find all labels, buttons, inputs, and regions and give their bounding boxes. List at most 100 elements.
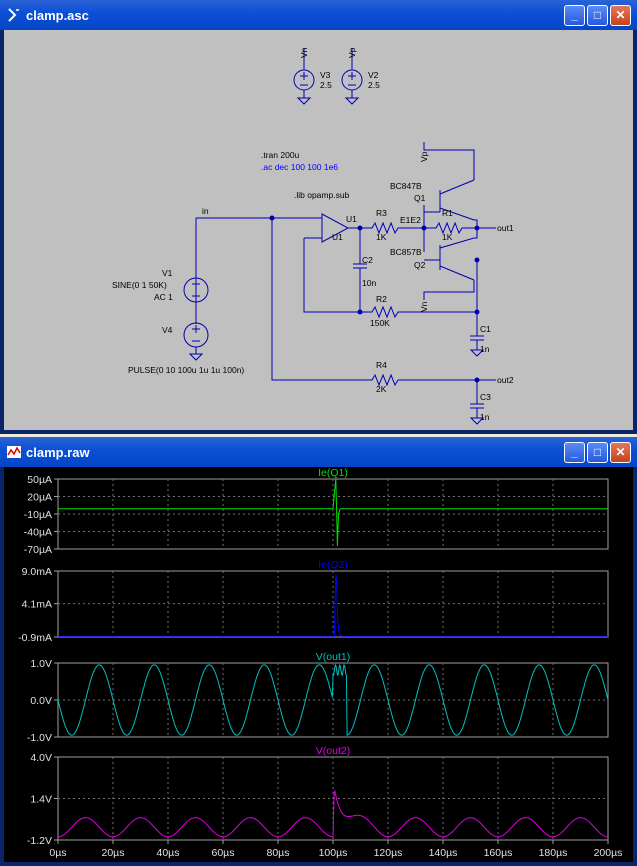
close-button[interactable]: ✕ bbox=[610, 442, 631, 463]
v3-label: V3 bbox=[320, 70, 331, 80]
maximize-button[interactable]: □ bbox=[587, 5, 608, 26]
c1-value: 1n bbox=[480, 344, 490, 354]
waveform-app-icon bbox=[7, 446, 21, 458]
r2-value: 150K bbox=[370, 318, 390, 328]
r4-value: 2K bbox=[376, 384, 387, 394]
q2-label: Q2 bbox=[414, 260, 426, 270]
vn-net-label-q2: Vn bbox=[419, 301, 429, 312]
e1e2-net-label: E1E2 bbox=[400, 215, 421, 225]
c3-label: C3 bbox=[480, 392, 491, 402]
x-tick-label: 80µs bbox=[267, 847, 290, 859]
vp-net-label-v2: Vp bbox=[347, 47, 357, 58]
pane-title[interactable]: V(out1) bbox=[316, 651, 350, 663]
pane-2[interactable]: 9.0mA 4.1mA -0.9mA Ie(Q2) bbox=[18, 559, 609, 644]
y-tick-label: 4.1mA bbox=[22, 599, 52, 611]
y-tick-label: 50µA bbox=[27, 474, 52, 486]
x-tick-label: 20µs bbox=[102, 847, 125, 859]
x-tick-label: 40µs bbox=[157, 847, 180, 859]
c3-value: 1n bbox=[480, 412, 490, 422]
x-tick-label: 0µs bbox=[49, 847, 66, 859]
x-tick-label: 60µs bbox=[212, 847, 235, 859]
x-tick-label: 100µs bbox=[319, 847, 348, 859]
y-tick-label: -10µA bbox=[24, 509, 52, 521]
x-tick-label: 160µs bbox=[484, 847, 513, 859]
r3-value: 1K bbox=[376, 232, 387, 242]
v1-ac-value: AC 1 bbox=[154, 292, 173, 302]
pane-title[interactable]: Ie(Q1) bbox=[318, 467, 348, 479]
waveform-window: clamp.raw _ □ ✕ 50µA 20µA -10µA -40µA -70µA I… bbox=[0, 437, 637, 866]
opamp-u1[interactable] bbox=[303, 213, 364, 313]
v1-source[interactable] bbox=[183, 277, 209, 324]
schematic-drawing: V3 2.5 V2 2.5 .tran 200u .ac dec 100 100… bbox=[112, 47, 514, 425]
v2-label: V2 bbox=[368, 70, 379, 80]
trace-v-out1[interactable] bbox=[57, 663, 609, 736]
r2-label: R2 bbox=[376, 294, 387, 304]
r1-label: R1 bbox=[442, 208, 453, 218]
x-tick-label: 200µs bbox=[594, 847, 623, 859]
waveform-titlebar[interactable]: clamp.raw _ □ ✕ bbox=[0, 437, 637, 467]
pane-title[interactable]: Ie(Q2) bbox=[318, 559, 348, 571]
trace-ie-q2[interactable] bbox=[58, 574, 608, 637]
v1-value: SINE(0 1 50K) bbox=[112, 280, 167, 290]
waveform-plot-area[interactable]: 50µA 20µA -10µA -40µA -70µA Ie(Q1) 9.0mA 4.1mA -… bbox=[4, 467, 633, 862]
pane-title[interactable]: V(out2) bbox=[316, 745, 350, 757]
minimize-button[interactable]: _ bbox=[564, 5, 585, 26]
pane-4[interactable]: 4.0V 1.4V -1.2V V(out2) bbox=[27, 745, 609, 847]
pane-1[interactable]: 50µA 20µA -10µA -40µA -70µA Ie(Q1) bbox=[24, 467, 609, 556]
c2-label: C2 bbox=[362, 255, 373, 265]
y-tick-label: -1.0V bbox=[27, 732, 52, 744]
net-in-label: in bbox=[202, 206, 209, 216]
v2-value: 2.5 bbox=[368, 80, 380, 90]
schematic-titlebar[interactable]: clamp.asc _ □ ✕ bbox=[0, 0, 637, 30]
u1-label: U1 bbox=[332, 232, 343, 242]
v2-source[interactable] bbox=[341, 48, 363, 105]
schematic-labels: V3 2.5 V2 2.5 .tran 200u .ac dec 100 100… bbox=[112, 47, 514, 422]
y-tick-label: 20µA bbox=[27, 492, 52, 504]
r4-label: R4 bbox=[376, 360, 387, 370]
pane-3[interactable]: 1.0V 0.0V -1.0V V(out1) bbox=[27, 651, 609, 744]
minimize-button[interactable]: _ bbox=[564, 442, 585, 463]
q2-model: BC857B bbox=[390, 247, 422, 257]
v3-source[interactable] bbox=[293, 48, 315, 105]
waveform-window-title: clamp.raw bbox=[26, 445, 90, 460]
waveform-plots: 50µA 20µA -10µA -40µA -70µA Ie(Q1) 9.0mA 4.1mA -… bbox=[18, 467, 623, 859]
maximize-button[interactable]: □ bbox=[587, 442, 608, 463]
schematic-window-title: clamp.asc bbox=[26, 8, 89, 23]
r1-value: 1K bbox=[442, 232, 453, 242]
x-tick-label: 120µs bbox=[374, 847, 403, 859]
y-tick-label: -0.9mA bbox=[18, 632, 52, 644]
q2-transistor[interactable] bbox=[423, 228, 478, 300]
y-tick-label: 1.4V bbox=[30, 794, 52, 806]
y-tick-label: 9.0mA bbox=[22, 566, 52, 578]
u1-pin-label: U1 bbox=[346, 214, 357, 224]
x-tick-label: 180µs bbox=[539, 847, 568, 859]
schematic-window: clamp.asc _ □ ✕ bbox=[0, 0, 637, 434]
close-button[interactable]: ✕ bbox=[610, 5, 631, 26]
schematic-app-icon bbox=[8, 8, 19, 22]
ac-directive[interactable]: .ac dec 100 100 1e6 bbox=[261, 162, 338, 172]
y-tick-label: -40µA bbox=[24, 527, 52, 539]
c1-label: C1 bbox=[480, 324, 491, 334]
y-tick-label: 1.0V bbox=[30, 658, 52, 670]
v4-value: PULSE(0 10 100u 1u 1u 100n) bbox=[128, 365, 244, 375]
y-tick-label: -1.2V bbox=[27, 835, 52, 847]
schematic-canvas[interactable]: V3 2.5 V2 2.5 .tran 200u .ac dec 100 100… bbox=[4, 30, 633, 430]
q1-label: Q1 bbox=[414, 193, 426, 203]
net-out2-label: out2 bbox=[497, 375, 514, 385]
tran-directive[interactable]: .tran 200u bbox=[261, 150, 300, 160]
y-tick-label: 0.0V bbox=[30, 695, 52, 707]
lib-directive[interactable]: .lib opamp.sub bbox=[294, 190, 350, 200]
trace-ie-q1[interactable] bbox=[58, 478, 608, 547]
c2-value: 10n bbox=[362, 278, 376, 288]
vn-net-label-v3: Vn bbox=[299, 47, 309, 58]
y-tick-label: 4.0V bbox=[30, 752, 52, 764]
v4-source[interactable] bbox=[183, 322, 209, 361]
r3-label: R3 bbox=[376, 208, 387, 218]
q1-model: BC847B bbox=[390, 181, 422, 191]
q1-transistor[interactable] bbox=[423, 142, 478, 228]
y-tick-label: -70µA bbox=[24, 544, 52, 556]
net-out1-label: out1 bbox=[497, 223, 514, 233]
trace-v-out2[interactable] bbox=[58, 790, 608, 838]
v4-label: V4 bbox=[162, 325, 173, 335]
v1-label: V1 bbox=[162, 268, 173, 278]
